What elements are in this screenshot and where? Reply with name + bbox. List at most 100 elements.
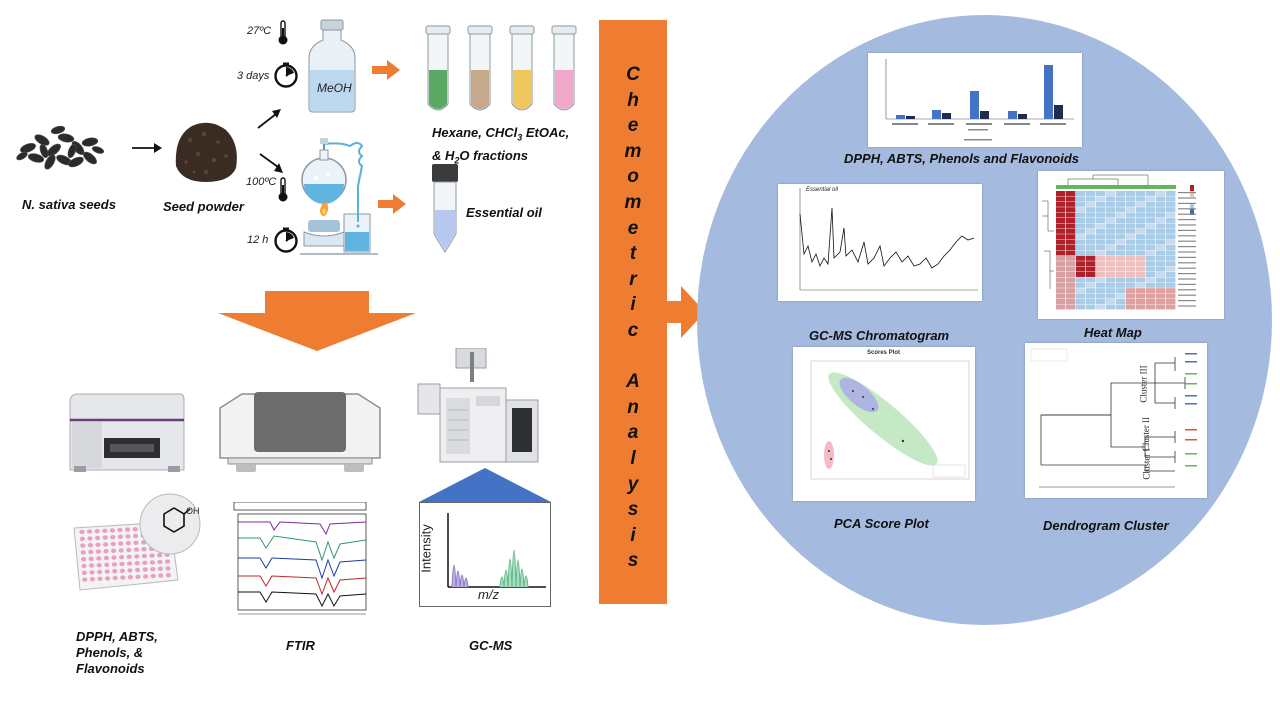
- heatmap-cell: [1106, 196, 1116, 202]
- heatmap-cell: [1126, 299, 1136, 304]
- heatmap-cell: [1056, 293, 1066, 299]
- heatmap-cell: [1066, 239, 1076, 245]
- gcms-instrument-image: [416, 348, 540, 466]
- heatmap-cell: [1076, 304, 1086, 310]
- heatmap-cell: [1066, 201, 1076, 207]
- heatmap-legend-swatch: [1190, 203, 1194, 209]
- dpph-result-title: DPPH, ABTS, Phenols and Flavonoids: [844, 151, 1079, 166]
- heatmap-cell: [1156, 245, 1166, 250]
- fractions-sub-2: 2: [454, 155, 460, 166]
- heatmap-cell: [1056, 212, 1066, 218]
- ms-spectrum-box: Intensity m/z: [419, 502, 551, 607]
- heatmap-cell: [1106, 304, 1116, 310]
- heatmap-cell: [1136, 223, 1146, 229]
- heatmap-cell: [1106, 212, 1116, 218]
- heatmap-cell: [1056, 299, 1066, 304]
- well: [112, 575, 118, 581]
- timer-icon-2: [273, 227, 299, 253]
- heatmap-cell: [1056, 234, 1066, 240]
- heatmap-cell: [1106, 255, 1116, 261]
- phenol-structure-circle: [138, 492, 202, 556]
- well: [111, 548, 117, 553]
- heatmap-cell: [1136, 304, 1146, 310]
- arrow-to-fractions: [372, 60, 400, 80]
- arrow-to-essential-oil: [378, 194, 406, 214]
- nigella-seeds-image: [14, 118, 106, 176]
- heatmap-cell: [1096, 272, 1106, 277]
- well: [142, 567, 148, 572]
- well: [127, 568, 133, 573]
- heatmap-cell: [1076, 223, 1086, 229]
- heatmap-cell: [1096, 250, 1106, 256]
- heatmap-cell: [1156, 304, 1166, 310]
- heatmap-cell: [1156, 234, 1166, 240]
- well: [112, 569, 118, 574]
- heatmap-cell: [1066, 212, 1076, 218]
- cluster2-label: Cluster II: [1141, 416, 1152, 452]
- well: [165, 559, 171, 564]
- heatmap-cell: [1066, 277, 1076, 283]
- heatmap-cell: [1116, 223, 1126, 229]
- heatmap-cell: [1166, 201, 1176, 207]
- heatmap-cell: [1096, 201, 1106, 207]
- heatmap-cell: [1146, 245, 1156, 250]
- heatmap-cell: [1166, 245, 1176, 250]
- heatmap-cell: [1066, 288, 1076, 294]
- heatmap-cell: [1096, 234, 1106, 240]
- fractions-sub-3: 3: [517, 132, 523, 143]
- well: [96, 556, 102, 561]
- arrow-to-results: [667, 286, 705, 338]
- heatmap-cell: [1166, 218, 1176, 223]
- heatmap-row-label: [1178, 251, 1196, 253]
- well: [82, 577, 88, 582]
- heatmap-cell: [1126, 245, 1136, 250]
- heatmap-cell: [1086, 293, 1096, 299]
- well: [150, 567, 156, 572]
- heatmap-cell: [1096, 277, 1106, 283]
- heatmap-cell: [1086, 218, 1096, 223]
- heatmap-cell: [1116, 255, 1126, 261]
- well: [79, 529, 85, 535]
- well: [157, 559, 163, 565]
- heatmap-legend-swatch: [1190, 209, 1194, 215]
- heatmap-cell: [1136, 239, 1146, 245]
- heatmap-cell: [1056, 288, 1066, 294]
- well: [117, 527, 123, 533]
- pca-score-plot-image: Scores Plot: [793, 347, 975, 501]
- heatmap-cell: [1166, 191, 1176, 196]
- heatmap-cell: [1146, 191, 1156, 196]
- heatmap-cell: [1096, 228, 1106, 234]
- heatmap-cell: [1126, 282, 1136, 288]
- heatmap-cell: [1156, 277, 1166, 283]
- heatmap-cell: [1136, 201, 1146, 207]
- heatmap-cell: [1156, 293, 1166, 299]
- heatmap-cell: [1126, 239, 1136, 245]
- heatmap-row-label: [1178, 273, 1196, 275]
- heatmap-cell: [1076, 250, 1086, 256]
- analysis-letter-6: i: [630, 524, 636, 546]
- spectrophotometer-image: [68, 392, 186, 474]
- well: [103, 549, 109, 554]
- ftir-label: FTIR: [286, 638, 315, 653]
- heatmap-cell: [1076, 212, 1086, 218]
- well: [110, 535, 116, 540]
- heatmap-cell: [1056, 250, 1066, 256]
- chemometric-letter-0: C: [626, 64, 640, 85]
- heatmap-cell: [1146, 239, 1156, 245]
- well: [158, 573, 164, 578]
- heatmap-cell: [1066, 282, 1076, 288]
- well: [110, 541, 116, 547]
- duration1-label: 3 days: [237, 70, 270, 82]
- heatmap-cell: [1096, 282, 1106, 288]
- heatmap-cell: [1066, 255, 1076, 261]
- heatmap-cell: [1146, 201, 1156, 207]
- dpph-bar-chart-image: [868, 53, 1082, 147]
- heatmap-cell: [1116, 299, 1126, 304]
- heatmap-cell: [1166, 207, 1176, 213]
- dendrogram-result-title: Dendrogram Cluster: [1043, 518, 1169, 533]
- heatmap-cell: [1056, 277, 1066, 283]
- heatmap-cell: [1166, 196, 1176, 202]
- heatmap-cell: [1126, 255, 1136, 261]
- heatmap-cell: [1136, 277, 1146, 283]
- heatmap-cell: [1066, 207, 1076, 213]
